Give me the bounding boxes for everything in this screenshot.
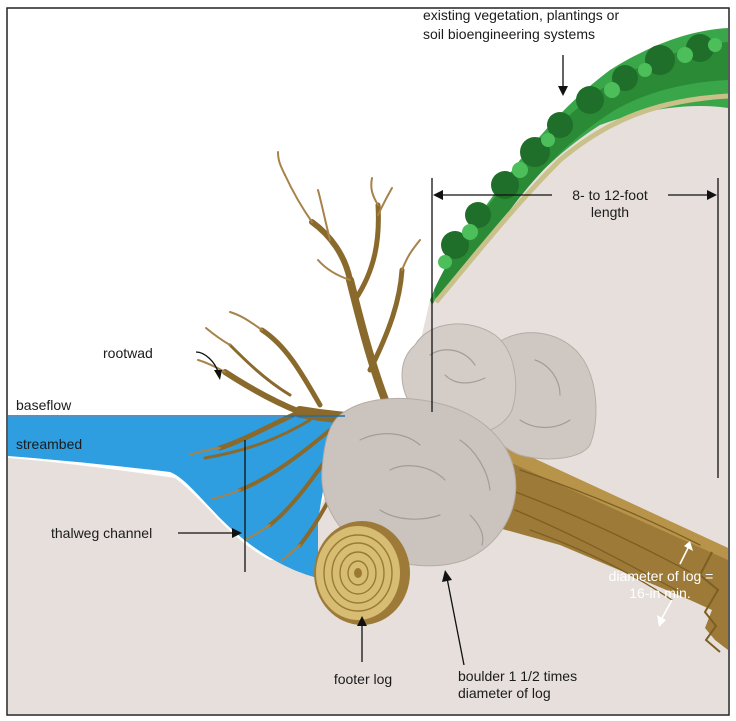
label-vegetation-2: soil bioengineering systems — [423, 26, 595, 42]
label-length-2: length — [591, 204, 629, 220]
footer-log — [314, 521, 410, 625]
label-length-1: 8- to 12-foot — [572, 187, 648, 203]
label-diameter-2: 16-in min. — [629, 585, 690, 601]
label-footer-log: footer log — [334, 671, 392, 687]
label-vegetation-1: existing vegetation, plantings or — [423, 7, 619, 23]
label-diameter-1: diameter of log = — [609, 568, 714, 584]
label-boulder-2: diameter of log — [458, 685, 551, 701]
label-thalweg: thalweg channel — [51, 525, 152, 541]
label-streambed: streambed — [16, 436, 82, 452]
label-rootwad: rootwad — [103, 345, 153, 361]
label-boulder-1: boulder 1 1/2 times — [458, 668, 577, 684]
label-baseflow: baseflow — [16, 397, 72, 413]
